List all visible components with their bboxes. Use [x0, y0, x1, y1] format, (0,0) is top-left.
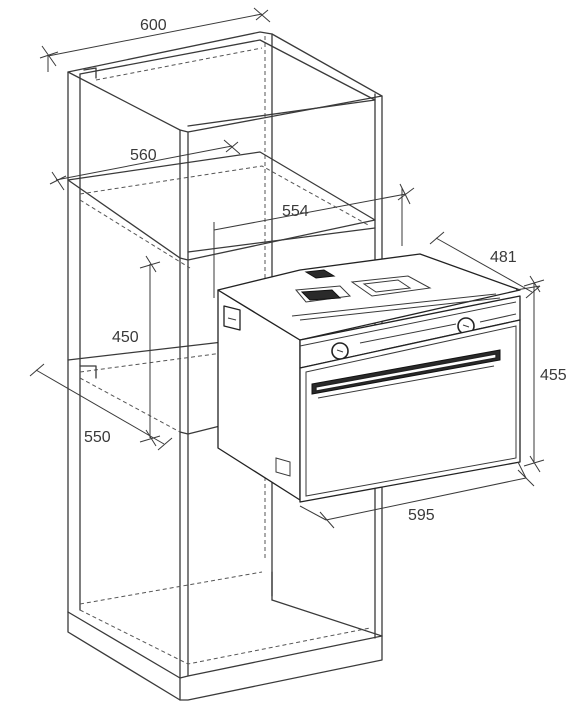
label-450: 450: [112, 329, 139, 346]
label-600: 600: [140, 17, 167, 34]
top-box-right: [350, 275, 432, 297]
label-554: 554: [282, 203, 309, 220]
dimension-lines: [29, 7, 545, 529]
side-bracket: [223, 305, 241, 331]
vent-icon: [304, 269, 336, 279]
cabinet-outline: [67, 31, 383, 701]
label-560: 560: [130, 147, 157, 164]
label-595: 595: [408, 507, 435, 524]
label-481: 481: [490, 249, 517, 266]
top-box-left: [295, 285, 352, 303]
label-550: 550: [84, 429, 111, 446]
oven-unit: [217, 253, 521, 503]
label-455: 455: [540, 367, 567, 384]
